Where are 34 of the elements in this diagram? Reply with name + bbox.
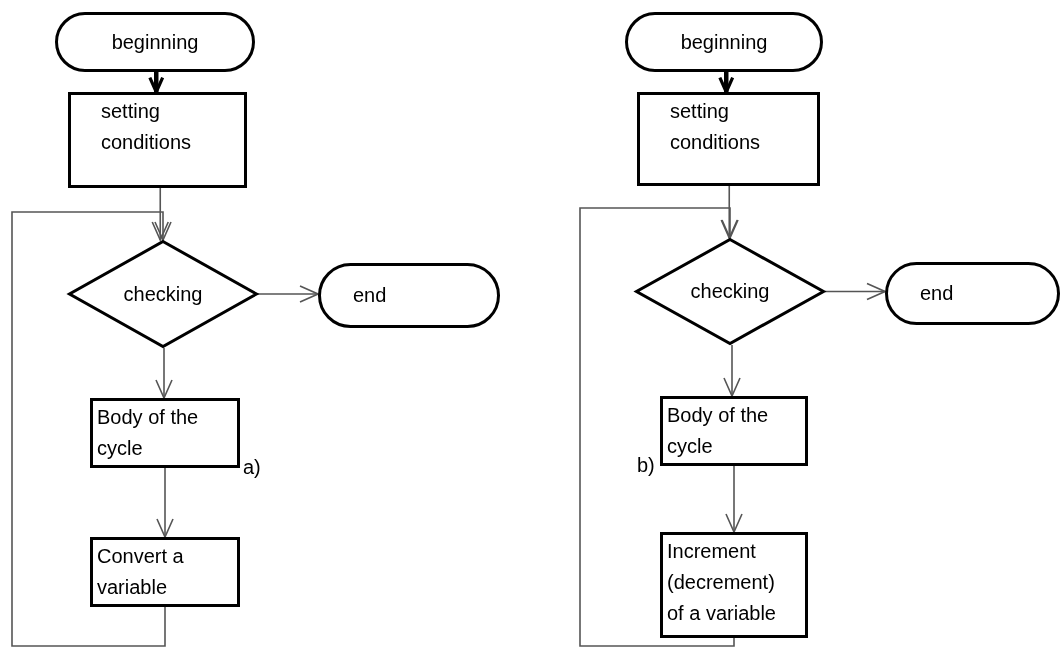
arrow — [148, 72, 165, 94]
process-box — [90, 398, 240, 468]
arrow — [151, 187, 170, 241]
process-box — [660, 532, 808, 638]
arrow — [156, 467, 174, 538]
arrow — [723, 344, 741, 397]
node-text: Body of the cycle — [667, 404, 769, 457]
node-text: end — [920, 282, 954, 305]
node-text: Increment (decrement) of a variable — [667, 540, 776, 624]
arrow — [579, 207, 739, 647]
node-text: end — [353, 284, 387, 307]
process-box — [90, 537, 240, 607]
node-text: checking — [123, 282, 203, 306]
arrow — [718, 72, 735, 94]
process-box — [68, 92, 247, 188]
node-text: setting conditions — [101, 100, 192, 153]
terminal-box — [625, 12, 823, 72]
node-text: Body of the cycle — [97, 406, 199, 459]
node-text: beginning — [680, 30, 768, 54]
terminal-box — [55, 12, 255, 72]
process-box — [637, 92, 820, 186]
arrow — [11, 211, 172, 647]
node-text: beginning — [111, 30, 199, 54]
arrow — [824, 282, 886, 301]
arrow — [725, 465, 743, 533]
arrow — [155, 347, 173, 399]
panel-label: a) — [243, 456, 261, 479]
node-text: Convert a variable — [97, 545, 184, 598]
arrow — [720, 185, 739, 239]
process-box — [660, 396, 808, 466]
arrow — [257, 285, 319, 303]
node-text: checking — [690, 280, 770, 303]
node-text: setting conditions — [670, 100, 761, 153]
panel-label: b) — [637, 454, 655, 477]
